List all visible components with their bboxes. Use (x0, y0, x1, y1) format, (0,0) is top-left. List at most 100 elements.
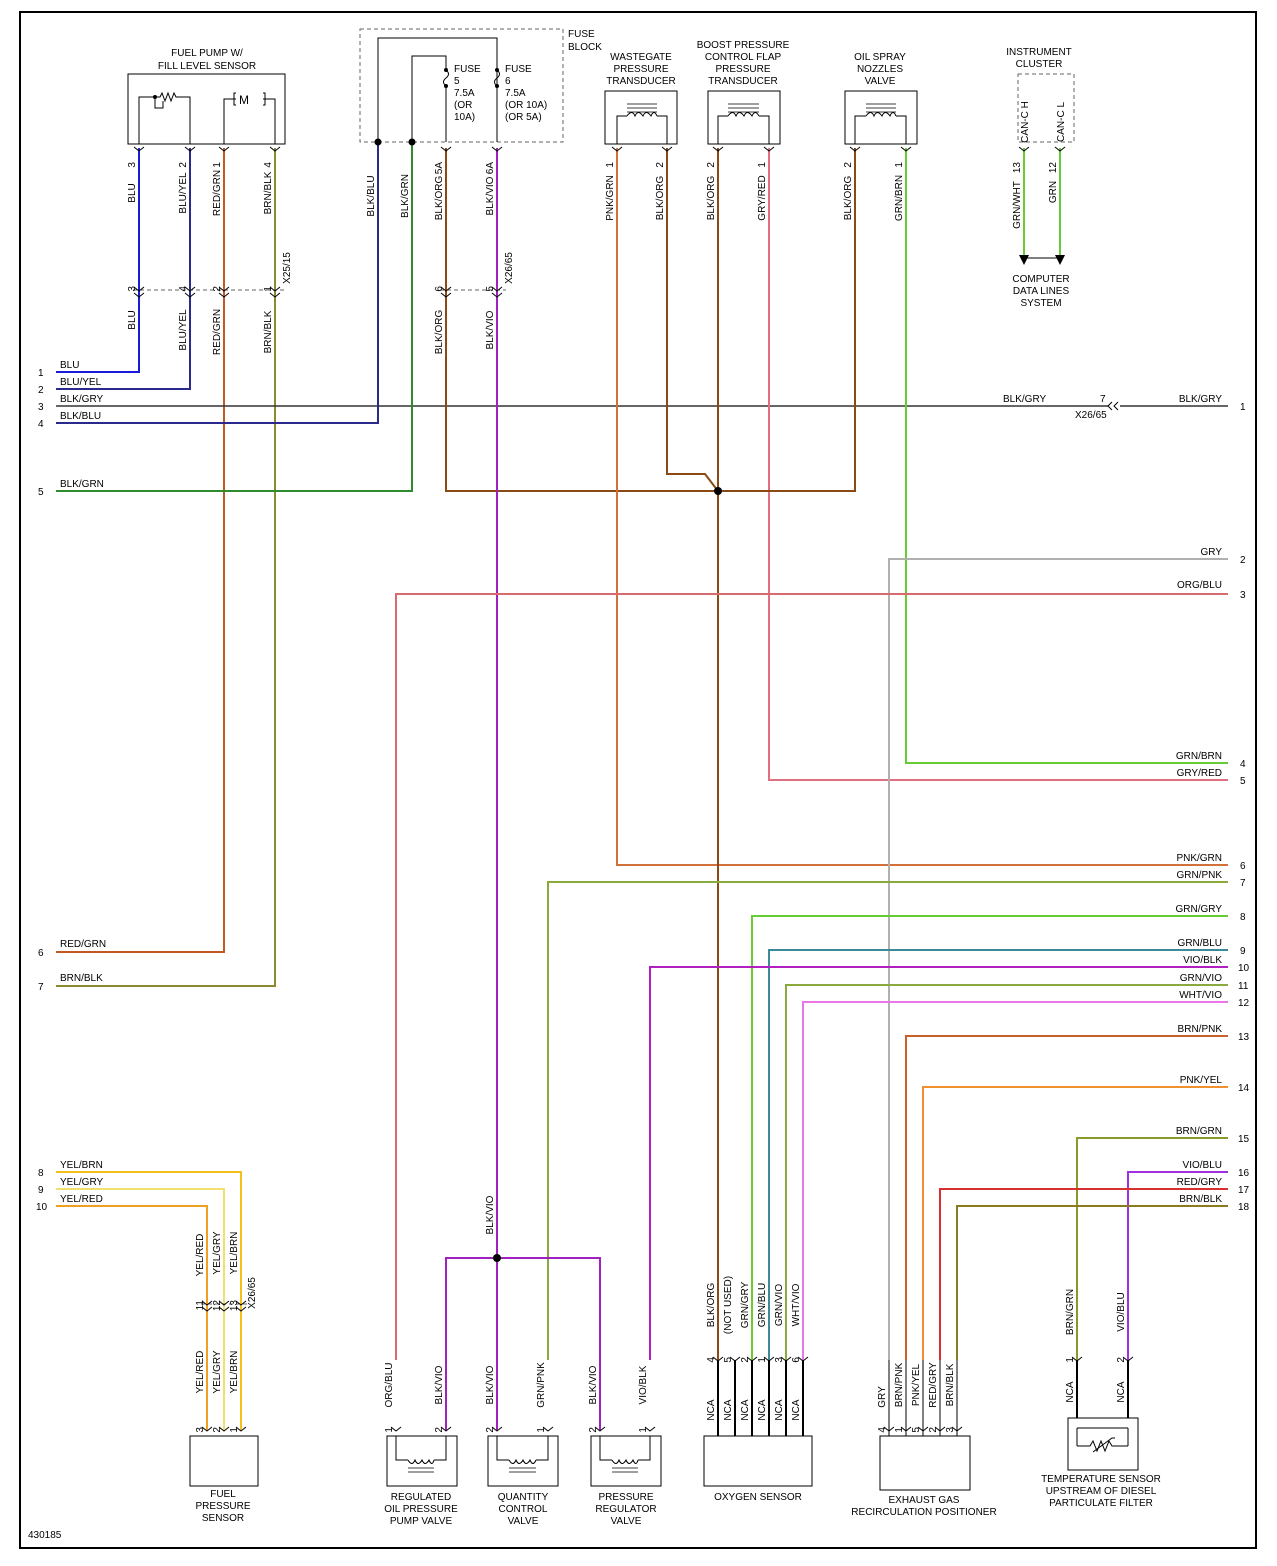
nca-6: NCA (791, 1399, 802, 1420)
wire-wht-vio (802, 1001, 1228, 1360)
splice-dot-blk-org (714, 487, 722, 495)
wastegate-box (604, 90, 678, 145)
left-num-5: 5 (38, 487, 44, 498)
boost-coil-icon (727, 112, 760, 118)
level-sensor-dot (153, 95, 157, 99)
pin-2-wg: 2 (655, 162, 666, 168)
v-vio-blk: VIO/BLK (638, 1365, 649, 1404)
v-blu: BLU (127, 183, 138, 202)
fuse5-dot-b (444, 84, 448, 88)
left-num-4: 4 (38, 419, 44, 430)
left-label-9: YEL/GRY (60, 1177, 103, 1188)
top-pin-chevrons (611, 146, 1066, 152)
left-num-10: 10 (36, 1202, 48, 1213)
left-num-8: 8 (38, 1168, 44, 1179)
x26-pin-5: 5 (485, 286, 496, 292)
oil-leads (854, 115, 907, 144)
v-blk-org-o2: BLK/ORG (706, 1283, 717, 1328)
v-grn-blu: GRN/BLU (757, 1283, 768, 1327)
wire-red-gry (939, 1188, 1228, 1360)
x25-15-chevrons (133, 286, 281, 298)
wire-grn-brn (905, 148, 1228, 764)
temp-sensor-box (1067, 1417, 1139, 1471)
wire-grn-blu (768, 949, 1228, 1360)
fuel-pump-title-1: FUEL PUMP W/ (171, 48, 243, 59)
v-blk-org-wg: BLK/ORG (655, 176, 666, 221)
boost-title-2: CONTROL FLAP (705, 52, 782, 63)
valve-pin-chevrons (390, 1426, 656, 1432)
x25-pin-4: 4 (178, 286, 189, 292)
wastegate-core-icon (627, 103, 657, 113)
right-num-1: 1 (1240, 402, 1246, 413)
v-brn-pnk: BRN/PNK (894, 1362, 905, 1407)
fps-title-1: FUEL (210, 1489, 236, 1500)
wire-gry (888, 558, 1228, 1360)
fuel-pump-box (127, 73, 286, 145)
fuse6-dot-a (495, 68, 499, 72)
right-label-6: PNK/GRN (1176, 853, 1222, 864)
blk-gry-mid-label: BLK/GRY (1003, 394, 1046, 405)
v-yel-brn: YEL/BRN (229, 1232, 240, 1275)
x26-65-top-chevrons (440, 286, 503, 298)
fuse6-line3: 7.5A (505, 88, 526, 99)
left-label-6: RED/GRN (60, 939, 106, 950)
right-num-15: 15 (1238, 1134, 1250, 1145)
left-num-9: 9 (38, 1185, 44, 1196)
v-grn-brn: GRN/BRN (894, 175, 905, 221)
nca-5: NCA (774, 1399, 785, 1420)
right-label-2: GRY (1201, 547, 1223, 558)
wire-blk-org-wastegate (666, 148, 719, 492)
quantity-core-icon (509, 1467, 536, 1473)
v-blk-org-bst: BLK/ORG (706, 176, 717, 221)
wire-vio-blk (649, 966, 1228, 1360)
right-label-18: BRN/BLK (1179, 1194, 1222, 1205)
left-label-7: BRN/BLK (60, 973, 103, 984)
fps-pin-12: 12 (212, 1300, 223, 1312)
level-sensor-leads (138, 96, 191, 144)
wire-blu-yel (56, 148, 191, 390)
egr-pin-2: 2 (928, 1427, 939, 1433)
wire-blk-grn (56, 142, 413, 492)
left-num-2: 2 (38, 385, 44, 396)
quantity-title-1: QUANTITY (498, 1492, 549, 1503)
wire-blk-org-fuse5 (445, 148, 718, 492)
wire-pnk-grn (616, 148, 1228, 866)
temp-title-1: TEMPERATURE SENSOR (1041, 1474, 1161, 1485)
egr-title-2: RECIRCULATION POSITIONER (851, 1507, 996, 1518)
v-gry-red: GRY/RED (757, 175, 768, 220)
right-num-3: 3 (1240, 590, 1246, 601)
egr-pin-5: 5 (911, 1427, 922, 1433)
right-label-3: ORG/BLU (1177, 580, 1222, 591)
quantity-box (487, 1435, 559, 1487)
wire-yel-red (56, 1205, 208, 1430)
fuse6-line4: (OR 10A) (505, 100, 547, 111)
wire-blu (56, 148, 140, 373)
v-brn-blk: BRN/BLK (263, 171, 274, 214)
wire-grn-gry (751, 915, 1228, 1360)
figure-id: 430185 (28, 1530, 62, 1541)
fuse6-symbol (494, 69, 500, 142)
left-label-2: BLU/YEL (60, 377, 102, 388)
boost-leads (717, 115, 770, 144)
egr-pin-1: 1 (894, 1427, 905, 1433)
computer-data-2: DATA LINES (1013, 286, 1070, 297)
fuse5-dot-a (444, 68, 448, 72)
right-label-13: BRN/PNK (1178, 1024, 1223, 1035)
connector-chevrons (133, 146, 1134, 1432)
wire-blk-blu (56, 142, 379, 424)
fuse6-line2: 6 (505, 76, 511, 87)
cluster-title-2: CLUSTER (1016, 59, 1063, 70)
right-num-9: 9 (1240, 946, 1246, 957)
wire-grn-pnk (547, 881, 1228, 1360)
wastegate-coil-icon (626, 112, 658, 118)
v-blk-grn: BLK/GRN (400, 174, 411, 218)
oil-spray-title-2: NOZZLES (857, 64, 903, 75)
egr-pin-4: 4 (877, 1427, 888, 1433)
fuse6-line1: FUSE (505, 64, 532, 75)
v-yel-red: YEL/RED (195, 1234, 206, 1277)
left-label-4: BLK/BLU (60, 411, 101, 422)
quantity-title-3: VALVE (508, 1516, 539, 1527)
nca-2: NCA (723, 1399, 734, 1420)
pr-pin-1: 1 (638, 1427, 649, 1433)
v-yel-gry: YEL/GRY (212, 1231, 223, 1274)
